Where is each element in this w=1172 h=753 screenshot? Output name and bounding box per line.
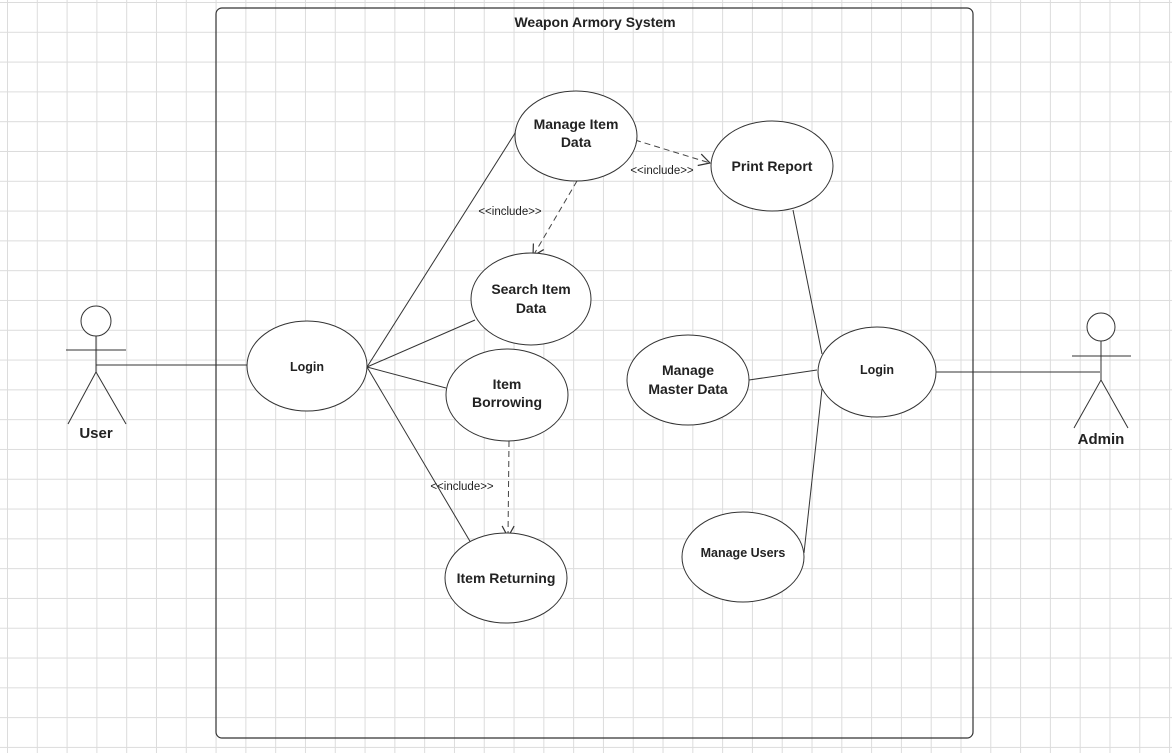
use-case-manage-master-data[interactable]: Manage Master Data <box>626 334 750 426</box>
include-label-print: <<include>> <box>630 165 694 177</box>
use-case-label-line-1: Item <box>493 376 522 392</box>
use-case-login-user[interactable]: Login <box>246 320 368 412</box>
use-case-label: Manage Users <box>701 546 786 560</box>
include-arrow-borrowing-to-returning <box>501 440 515 539</box>
use-case-label: Login <box>290 360 324 374</box>
actor-user[interactable] <box>66 305 127 425</box>
use-case-label: Item Returning <box>457 570 556 586</box>
use-case-item-borrowing[interactable]: Item Borrowing <box>445 348 569 442</box>
use-case-label-line-1: Manage Item <box>534 116 619 132</box>
use-case-item-returning[interactable]: Item Returning <box>444 532 568 624</box>
use-case-manage-users[interactable]: Manage Users <box>681 511 805 603</box>
association-admin-login-manage-master-data <box>748 369 818 381</box>
system-boundary <box>215 7 974 739</box>
association-admin-login-manage-users <box>803 388 823 554</box>
system-title: Weapon Armory System <box>514 14 675 30</box>
actor-user-label: User <box>79 425 113 442</box>
include-arrow-manage-to-print <box>634 139 712 167</box>
actor-admin-label: Admin <box>1078 431 1125 448</box>
use-case-label: Login <box>860 363 894 377</box>
actor-user-head <box>80 305 112 337</box>
use-case-search-item-data[interactable]: Search Item Data <box>470 252 592 346</box>
use-case-label-line-2: Borrowing <box>472 394 542 410</box>
association-login-manage-item-data <box>366 129 518 368</box>
use-case-label-line-1: Search Item <box>491 281 570 297</box>
association-admin-login-print-report <box>792 209 823 355</box>
use-case-manage-item-data[interactable]: Manage Item Data <box>514 90 638 182</box>
use-case-label-line-1: Manage <box>662 362 714 378</box>
association-login-search-item-data <box>366 319 476 368</box>
association-login-item-returning <box>366 366 472 544</box>
association-login-item-borrowing <box>366 366 447 389</box>
actor-admin-head <box>1086 312 1116 342</box>
use-case-label: Print Report <box>732 158 813 174</box>
use-case-label-line-2: Data <box>516 300 547 316</box>
include-arrow-manage-to-search <box>532 180 578 258</box>
use-case-label-line-2: Data <box>561 134 592 150</box>
include-label-search: <<include>> <box>478 206 542 218</box>
actor-admin[interactable] <box>1072 312 1131 429</box>
use-case-label-line-2: Master Data <box>648 381 728 397</box>
use-case-print-report[interactable]: Print Report <box>710 120 834 212</box>
include-label-returning: <<include>> <box>430 481 494 493</box>
use-case-login-admin[interactable]: Login <box>817 326 937 418</box>
